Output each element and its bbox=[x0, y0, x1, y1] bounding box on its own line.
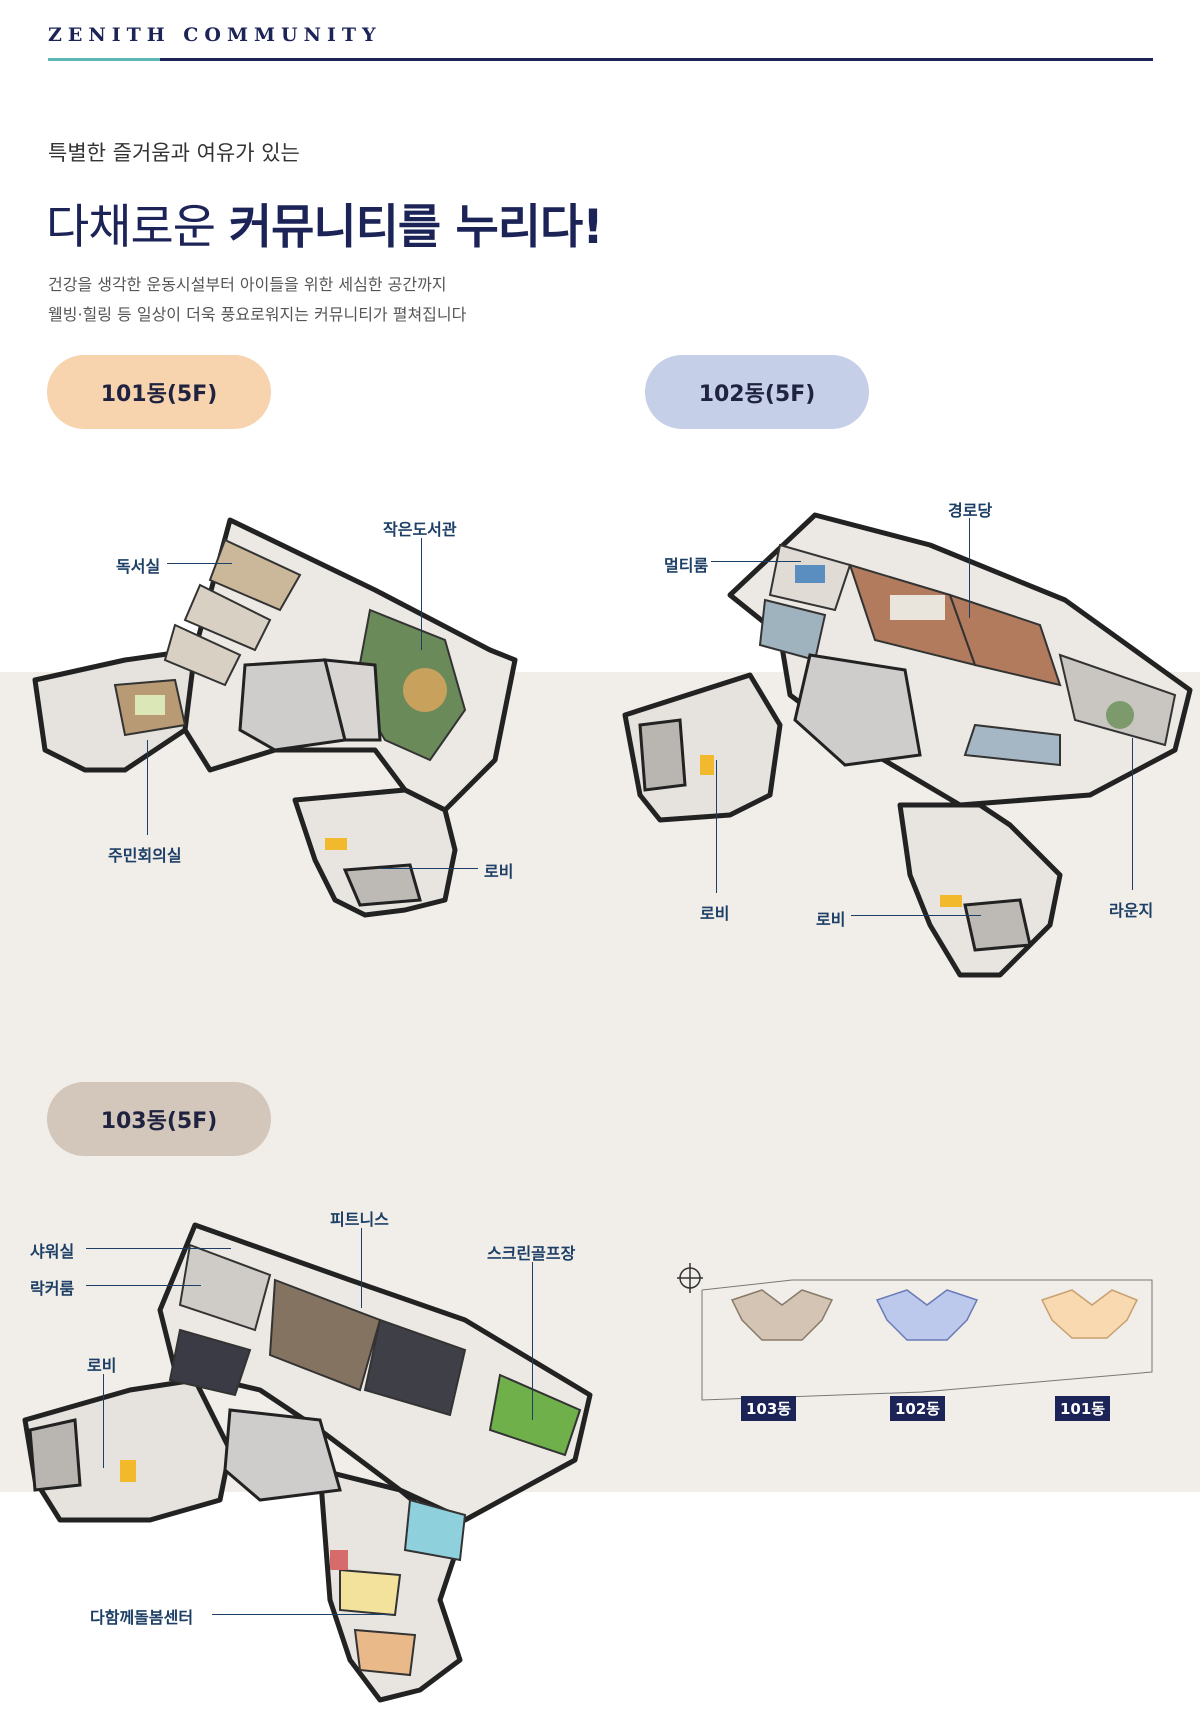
label-shower-room: 샤워실 bbox=[30, 1242, 75, 1261]
leader-line bbox=[103, 1374, 104, 1468]
label-screen-golf: 스크린골프장 bbox=[487, 1244, 576, 1263]
leader-line bbox=[851, 915, 981, 916]
leader-line bbox=[167, 563, 232, 564]
leader-line bbox=[361, 1228, 362, 1308]
site-tag-102: 102동 bbox=[890, 1396, 946, 1421]
leader-line bbox=[711, 561, 801, 562]
floorplan-102 bbox=[622, 512, 1193, 978]
label-locker-room: 락커룸 bbox=[30, 1279, 75, 1298]
building-102-pill: 102동(5F) bbox=[645, 355, 869, 429]
label-small-library: 작은도서관 bbox=[383, 520, 457, 539]
headline-bold: 커뮤니티를 누리다! bbox=[228, 200, 604, 255]
headline-light: 다채로운 bbox=[46, 200, 229, 255]
leader-line bbox=[716, 760, 717, 893]
building-101-pill: 101동(5F) bbox=[47, 355, 271, 429]
label-residents-meeting-room: 주민회의실 bbox=[108, 846, 182, 865]
compass-icon bbox=[677, 1263, 703, 1293]
leader-line bbox=[380, 868, 478, 869]
label-multi-room: 멀티룸 bbox=[664, 556, 709, 575]
floorplan-103 bbox=[22, 1222, 593, 1703]
label-lobby-102-b: 로비 bbox=[816, 910, 846, 929]
floorplan-101 bbox=[32, 517, 518, 918]
intro-description: 건강을 생각한 운동시설부터 아이들을 위한 세심한 공간까지 웰빙·힐링 등 … bbox=[48, 270, 466, 330]
intro-subtitle: 특별한 즐거움과 여유가 있는 bbox=[48, 141, 300, 165]
leader-line bbox=[532, 1262, 533, 1420]
building-103-pill: 103동(5F) bbox=[47, 1082, 271, 1156]
site-tag-101: 101동 bbox=[1055, 1396, 1111, 1421]
label-lounge: 라운지 bbox=[1109, 901, 1154, 920]
header-divider-accent bbox=[48, 58, 160, 61]
desc-line-2: 웰빙·힐링 등 일상이 더욱 풍요로워지는 커뮤니티가 펼쳐집니다 bbox=[48, 305, 467, 324]
leader-line bbox=[421, 538, 422, 650]
desc-line-1: 건강을 생각한 운동시설부터 아이들을 위한 세심한 공간까지 bbox=[48, 275, 447, 294]
site-tag-103: 103동 bbox=[741, 1396, 797, 1421]
leader-line bbox=[1132, 738, 1133, 890]
leader-line bbox=[147, 740, 148, 835]
leader-line bbox=[969, 518, 970, 618]
label-lobby-103: 로비 bbox=[87, 1356, 117, 1375]
label-reading-room: 독서실 bbox=[116, 557, 161, 576]
intro-headline: 다채로운 커뮤니티를 누리다! bbox=[46, 188, 604, 257]
label-fitness: 피트니스 bbox=[330, 1210, 389, 1229]
site-key-map bbox=[677, 1263, 1153, 1401]
label-senior-center: 경로당 bbox=[948, 501, 993, 520]
header-divider bbox=[48, 58, 1153, 61]
leader-line bbox=[86, 1285, 201, 1286]
leader-line bbox=[86, 1248, 231, 1249]
label-lobby-101: 로비 bbox=[484, 862, 514, 881]
label-lobby-102-a: 로비 bbox=[700, 904, 730, 923]
brand-title: ZENITH COMMUNITY bbox=[48, 24, 382, 46]
leader-line bbox=[212, 1614, 392, 1615]
label-care-center: 다함께돌봄센터 bbox=[90, 1608, 194, 1627]
